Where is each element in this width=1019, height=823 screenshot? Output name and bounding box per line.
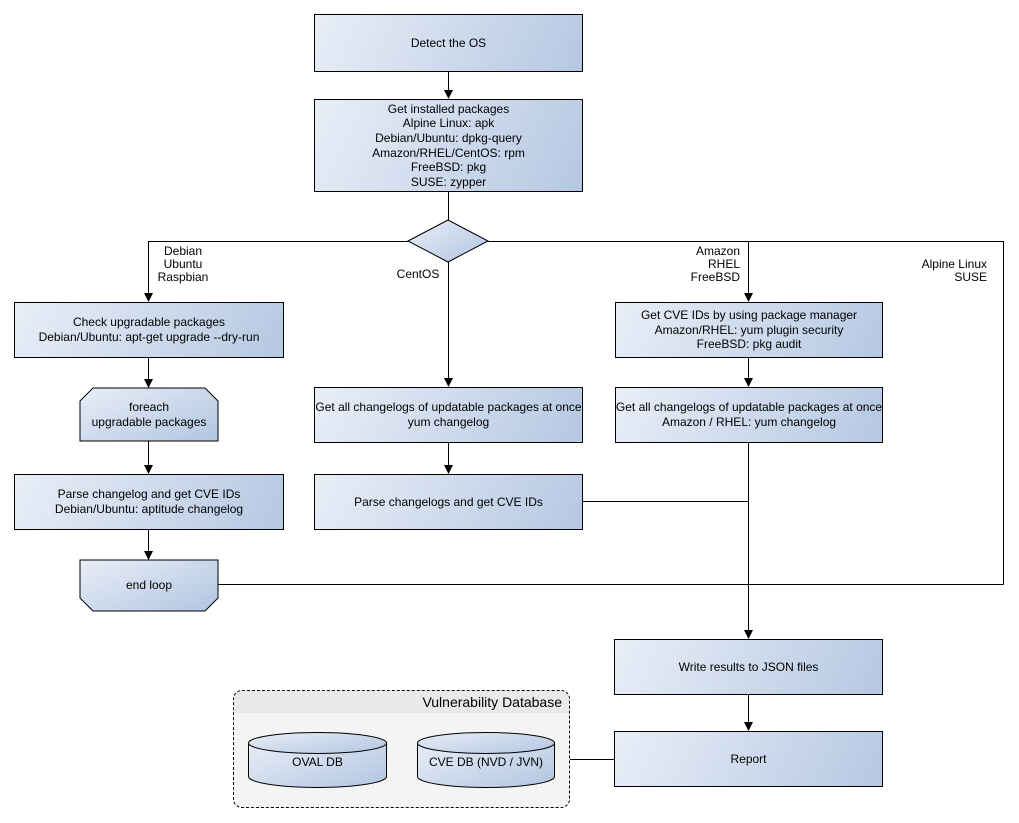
node-line: Parse changelog and get CVE IDs bbox=[57, 487, 241, 502]
node-line: Debian/Ubuntu: dpkg-query bbox=[375, 130, 522, 145]
node-line: Amazon/RHEL: yum plugin security bbox=[654, 322, 844, 337]
node-line: Parse changelogs and get CVE IDs bbox=[354, 494, 543, 509]
edge-label-line: Raspbian bbox=[157, 270, 209, 284]
end-loop-shape bbox=[79, 559, 219, 612]
edge-label-line: Amazon bbox=[695, 244, 740, 258]
node-line: Report bbox=[730, 751, 767, 766]
edge-label-alpine-branch: Alpine Linux SUSE bbox=[887, 258, 987, 284]
node-line: FreeBSD: pkg audit bbox=[696, 337, 802, 352]
node-get-changelogs-yum: Get all changelogs of updatable packages… bbox=[314, 387, 583, 443]
edge-label-debian-branch: Debian Ubuntu Raspbian bbox=[141, 245, 225, 284]
node-get-installed-packages: Get installed packages Alpine Linux: apk… bbox=[314, 99, 583, 192]
edge-label-line: RHEL bbox=[707, 257, 740, 271]
node-write-results-json: Write results to JSON files bbox=[614, 639, 883, 695]
node-line: Alpine Linux: apk bbox=[402, 116, 495, 131]
cve-db-label: CVE DB (NVD / JVN) bbox=[428, 755, 543, 769]
node-report: Report bbox=[614, 731, 883, 787]
edge-label-line: SUSE bbox=[954, 270, 987, 284]
edge-label-line: CentOS bbox=[396, 267, 440, 281]
flow-edges bbox=[148, 72, 1004, 760]
edge-label-line: Debian bbox=[163, 244, 203, 258]
node-line: Get CVE IDs by using package manager bbox=[640, 308, 858, 323]
node-line: Amazon/RHEL/CentOS: rpm bbox=[372, 145, 525, 160]
edge-label-amazon-branch: Amazon RHEL FreeBSD bbox=[650, 245, 740, 284]
node-get-cve-ids-package-manager: Get CVE IDs by using package manager Ama… bbox=[615, 302, 883, 358]
node-line: Write results to JSON files bbox=[678, 659, 819, 674]
node-line: SUSE: zypper bbox=[410, 174, 487, 189]
cluster-title: Vulnerability Database bbox=[234, 691, 569, 713]
oval-db-label: OVAL DB bbox=[292, 755, 343, 769]
edge-label-line: Ubuntu bbox=[163, 257, 203, 271]
node-get-changelogs-amazon-rhel: Get all changelogs of updatable packages… bbox=[615, 387, 883, 443]
edge-label-line: Alpine Linux bbox=[921, 257, 987, 271]
node-line: end loop bbox=[125, 578, 173, 593]
oval-db-cylinder bbox=[248, 732, 387, 788]
node-line: foreach bbox=[128, 400, 170, 415]
edge-label-centos-branch: CentOS bbox=[384, 268, 452, 281]
node-parse-changelog-debian: Parse changelog and get CVE IDs Debian/U… bbox=[14, 474, 284, 530]
node-line: Amazon / RHEL: yum changelog bbox=[661, 415, 837, 429]
node-line: Debian/Ubuntu: apt-get upgrade --dry-run bbox=[38, 330, 260, 344]
node-line: upgradable packages bbox=[91, 415, 207, 429]
node-line: Get all changelogs of updatable packages… bbox=[615, 400, 883, 415]
foreach-loop-shape bbox=[79, 387, 219, 442]
end-loop-label: end loop bbox=[80, 560, 218, 611]
os-decision-diamond bbox=[406, 219, 490, 263]
node-line: Check upgradable packages bbox=[72, 315, 226, 330]
foreach-loop-label: foreach upgradable packages bbox=[80, 389, 218, 441]
node-line: Debian/Ubuntu: aptitude changelog bbox=[54, 502, 244, 516]
node-parse-changelogs-yum: Parse changelogs and get CVE IDs bbox=[314, 474, 583, 530]
edge-label-line: FreeBSD bbox=[690, 270, 740, 284]
node-line: Get installed packages bbox=[387, 101, 510, 116]
arrowheads bbox=[144, 90, 753, 731]
node-line: FreeBSD: pkg bbox=[410, 160, 487, 175]
node-detect-os-label: Detect the OS bbox=[410, 35, 487, 50]
cve-db-cylinder bbox=[417, 732, 555, 788]
node-detect-os: Detect the OS bbox=[314, 14, 583, 72]
node-line: yum changelog bbox=[407, 415, 490, 429]
node-check-upgradable-packages: Check upgradable packages Debian/Ubuntu:… bbox=[14, 302, 284, 358]
node-line: Get all changelogs of updatable packages… bbox=[315, 400, 582, 415]
